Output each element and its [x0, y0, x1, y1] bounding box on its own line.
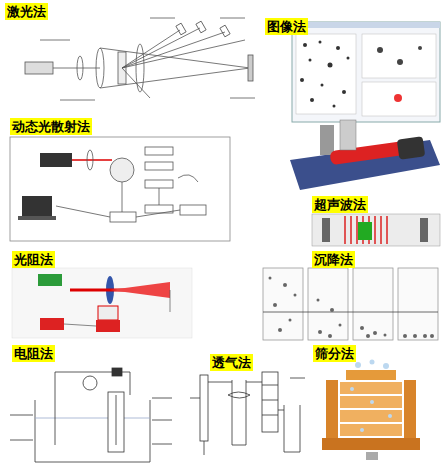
electrical-sensing-diagram: [10, 368, 172, 462]
method-title-highlight: 透气法: [210, 354, 253, 371]
permeability-diagram: [190, 372, 305, 455]
method-title: 光阻法: [14, 252, 53, 267]
method-title: 透气法: [212, 355, 251, 370]
method-title: 图像法: [267, 19, 306, 34]
method-title-highlight: 光阻法: [12, 251, 55, 268]
method-title-highlight: 图像法: [265, 18, 308, 35]
dls-diagram: [10, 137, 230, 241]
method-title-highlight: 电阻法: [12, 345, 55, 362]
method-title-highlight: 沉降法: [312, 251, 355, 268]
method-title: 激光法: [7, 4, 46, 19]
method-title: 沉降法: [314, 252, 353, 267]
method-title-highlight: 激光法: [5, 3, 48, 20]
method-title: 电阻法: [14, 346, 53, 361]
method-title: 超声波法: [314, 197, 366, 212]
sedimentation-diagram: [263, 268, 438, 340]
image-method-screenshot: [292, 22, 440, 122]
ultrasonic-diagram: [312, 214, 440, 246]
method-title-highlight: 筛分法: [313, 345, 356, 362]
method-title-highlight: 超声波法: [312, 196, 368, 213]
light-obscuration-diagram: [12, 268, 192, 338]
sieve-shaker: [322, 360, 420, 461]
method-title: 动态光散射法: [12, 119, 90, 134]
method-title: 筛分法: [315, 346, 354, 361]
laser-diagram: [25, 18, 255, 100]
method-title-highlight: 动态光散射法: [10, 118, 92, 135]
image-method-device: [290, 120, 440, 190]
